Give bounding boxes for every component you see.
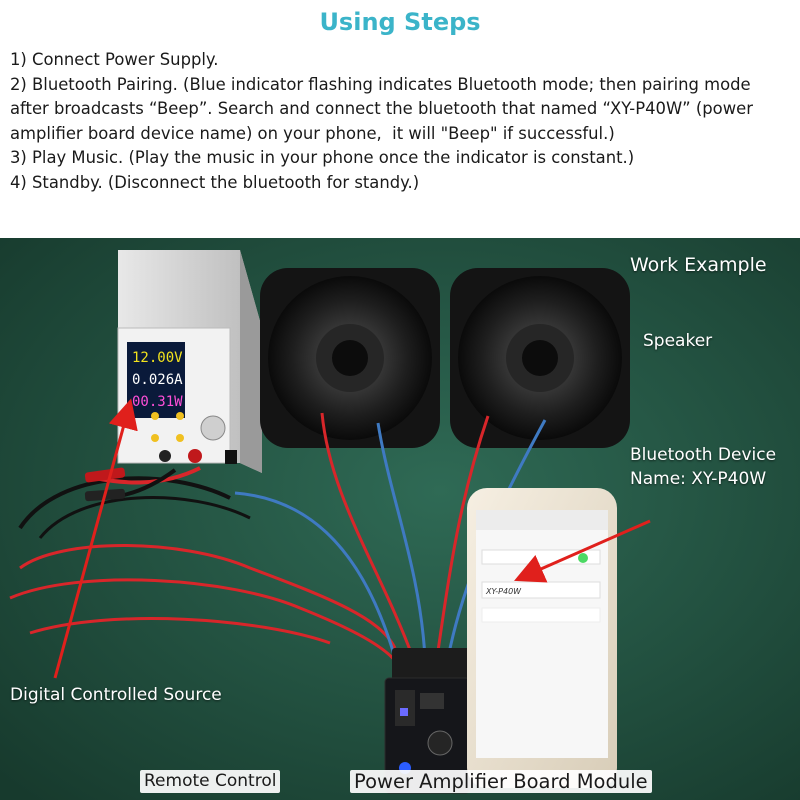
psu-current: 0.026A [132, 372, 183, 388]
step-2: 2) Bluetooth Pairing. (Blue indicator fl… [10, 74, 759, 143]
bluetooth-label-line2: Name: XY-P40W [630, 469, 767, 489]
speaker-right [450, 268, 630, 448]
power-supply: 12.00V 0.026A 00.31W [117, 250, 262, 473]
source-label: Digital Controlled Source [10, 685, 222, 705]
psu-voltage: 12.00V [132, 350, 183, 366]
board-label: Power Amplifier Board Module [350, 770, 652, 793]
source-arrow [53, 398, 138, 679]
step-1: 1) Connect Power Supply. [10, 50, 219, 69]
speaker-left [260, 268, 440, 448]
photo-illustration: 12.00V 0.026A 00.31W [0, 238, 800, 800]
phone: XY-P40W [467, 488, 617, 788]
psu-power: 00.31W [132, 394, 183, 410]
speaker-label: Speaker [643, 331, 713, 351]
bluetooth-arrow [514, 519, 651, 583]
work-example-label: Work Example [630, 254, 767, 276]
steps-list: 1) Connect Power Supply. 2) Bluetooth Pa… [10, 48, 790, 195]
amplifier-board [384, 648, 472, 794]
work-example-photo: 12.00V 0.026A 00.31W [0, 238, 800, 800]
step-4: 4) Standby. (Disconnect the bluetooth fo… [10, 172, 420, 192]
page-title: Using Steps [319, 8, 481, 36]
remote-label: Remote Control [140, 770, 281, 793]
phone-device-name: XY-P40W [485, 587, 522, 596]
bluetooth-label-line1: Bluetooth Device [630, 445, 777, 465]
step-3: 3) Play Music. (Play the music in your p… [10, 148, 635, 167]
